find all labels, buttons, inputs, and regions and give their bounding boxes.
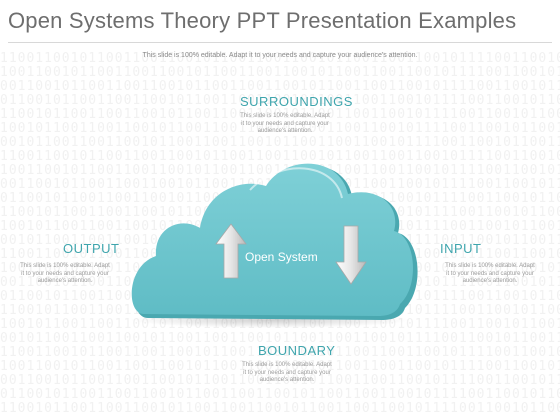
input-desc-line: audience's attention. <box>462 278 518 284</box>
boundary-desc-line: it to your needs and capture your <box>243 369 331 376</box>
boundary-desc-line: audience's attention. <box>259 377 315 383</box>
input-desc-line: This slide is 100% editable. Adapt <box>445 263 535 269</box>
title-divider <box>8 42 552 43</box>
input-desc-line: it to your needs and capture your <box>446 270 534 277</box>
boundary-description: This slide is 100% editable. Adapt it to… <box>232 362 342 385</box>
cloud-highlight <box>249 167 343 199</box>
cloud-body <box>131 163 413 316</box>
cloud-shape <box>120 138 425 338</box>
arrow-down-icon <box>335 225 367 285</box>
surroundings-desc-line: This slide is 100% editable. Adapt <box>240 113 330 119</box>
page-subtitle: This slide is 100% editable. Adapt it to… <box>142 52 418 59</box>
surroundings-heading: SURROUNDINGS <box>240 94 353 109</box>
input-heading: INPUT <box>440 241 482 256</box>
page-title: Open Systems Theory PPT Presentation Exa… <box>8 8 517 33</box>
arrow-up-icon <box>215 223 247 279</box>
input-description: This slide is 100% editable. Adapt it to… <box>435 263 545 286</box>
boundary-heading: BOUNDARY <box>258 343 336 358</box>
output-desc-line: This slide is 100% editable. Adapt <box>20 263 110 269</box>
surroundings-desc-line: it to your needs and capture your <box>241 120 329 127</box>
output-description: This slide is 100% editable. Adapt it to… <box>10 263 120 286</box>
output-desc-line: audience's attention. <box>37 278 93 284</box>
cloud-icon <box>130 163 418 328</box>
boundary-desc-line: This slide is 100% editable. Adapt <box>242 362 332 368</box>
surroundings-description: This slide is 100% editable. Adapt it to… <box>230 113 340 136</box>
surroundings-desc-line: audience's attention. <box>257 128 313 134</box>
output-heading: OUTPUT <box>63 241 120 256</box>
output-desc-line: it to your needs and capture your <box>21 270 109 277</box>
cloud-label: Open System <box>245 250 318 264</box>
